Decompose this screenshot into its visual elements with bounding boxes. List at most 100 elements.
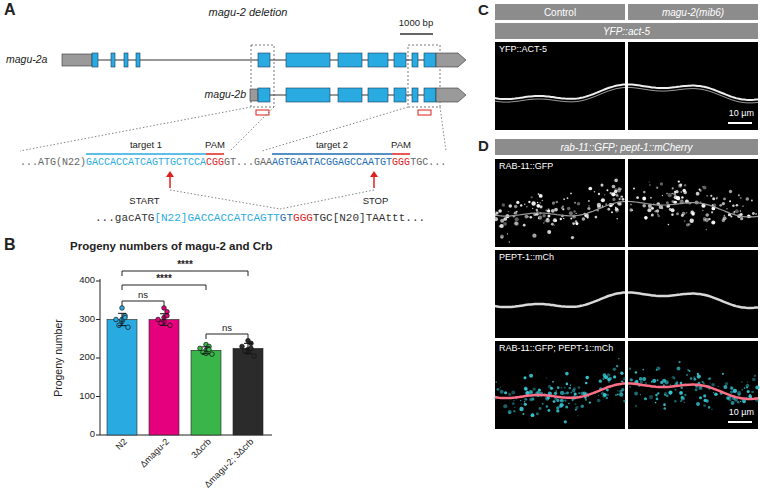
vesicle-dot [495, 211, 498, 214]
significance-bracket [122, 301, 164, 306]
vesicle-dot [554, 392, 557, 395]
micrograph [495, 250, 625, 338]
vesicle-dot [690, 219, 694, 223]
sequence-segment: ...gacATG [95, 212, 154, 224]
vesicle-dot [500, 390, 504, 394]
axis-tick [96, 281, 100, 282]
vesicle-dot [681, 196, 683, 198]
vesicle-dot [574, 202, 576, 204]
error-cap [160, 325, 168, 326]
vesicle-dot [578, 392, 580, 394]
text-label: magu-2 deletion [209, 6, 288, 19]
vesicle-dot [547, 215, 550, 218]
vesicle-dot [519, 407, 523, 411]
exon-box [368, 88, 388, 102]
vesicle-dot [588, 187, 592, 191]
utr-box [62, 54, 92, 66]
vesicle-dot [660, 182, 663, 185]
vesicle-dot [642, 369, 644, 371]
vesicle-dot [504, 391, 507, 394]
vesicle-dot [642, 377, 646, 381]
vesicle-dot [642, 197, 646, 201]
vesicle-dot [521, 404, 522, 405]
vesicle-dot [684, 402, 686, 404]
vesicle-dot [699, 386, 701, 388]
vesicle-dot [684, 394, 687, 397]
vesicle-dot [564, 392, 566, 394]
vesicle-dot [513, 400, 515, 402]
join-line [280, 190, 374, 209]
error-cap [244, 353, 252, 354]
vesicle-dot [703, 394, 706, 397]
vesicle-dot [651, 207, 654, 210]
vesicle-dot [508, 412, 510, 414]
text-label: PAM [391, 140, 411, 151]
panel-header: magu-2(mib6) [628, 4, 758, 20]
vesicle-dot [680, 400, 683, 403]
text-label: 1000 bp [399, 18, 433, 29]
vesicle-dot [514, 221, 518, 225]
data-dot [207, 347, 212, 352]
vesicle-dot [655, 402, 657, 404]
vesicle-dot [738, 194, 740, 196]
vesicle-dot [651, 213, 654, 216]
vesicle-dot [676, 212, 679, 215]
vesicle-dot [536, 412, 539, 415]
error-cap [118, 325, 126, 326]
data-dot [126, 325, 131, 330]
exon-box [368, 53, 388, 67]
vesicle-dot [649, 395, 653, 399]
text-label: magu-2b [205, 88, 246, 100]
vesicle-dot [694, 212, 696, 214]
vesicle-dot [565, 406, 568, 409]
vesicle-dot [556, 409, 559, 412]
vesicle-dot [597, 399, 601, 403]
vesicle-dot [570, 193, 572, 195]
vesicle-dot [706, 195, 708, 197]
text-label: C [478, 1, 489, 18]
apical-line [495, 293, 625, 308]
vesicle-dot [524, 387, 528, 391]
vesicle-dot [538, 218, 539, 219]
vesicle-dot [754, 374, 757, 377]
vesicle-dot [500, 219, 504, 223]
zoom-line [20, 107, 251, 151]
vesicle-dot [527, 216, 529, 218]
vesicle-dot [507, 233, 508, 234]
vesicle-dot [695, 388, 698, 391]
vesicle-dot [681, 191, 682, 192]
vesicle-dot [660, 381, 663, 384]
vesicle-dot [674, 400, 676, 402]
cut-arrow [373, 176, 375, 188]
vesicle-dot [690, 377, 692, 379]
vesicle-dot [668, 224, 670, 226]
vesicle-dot [620, 195, 623, 198]
zoom-box [251, 45, 274, 107]
vesicle-dot [635, 405, 637, 407]
header-text: YFP::act-5 [603, 26, 650, 37]
panel-label: RAB-11::GFP; PEPT-1::mCh [499, 344, 613, 354]
vesicle-dot [614, 179, 618, 183]
vesicle-dot [606, 394, 608, 396]
sequence-segment: CGG [206, 157, 224, 168]
vesicle-dot [600, 184, 603, 187]
vesicle-dot [655, 394, 658, 397]
apical-line [495, 202, 625, 217]
exon-box [111, 53, 115, 67]
vesicle-dot [674, 389, 676, 391]
panel-header: Control [495, 4, 625, 20]
vesicle-dot [651, 381, 653, 383]
pam-line [392, 153, 410, 155]
vesicle-dot [544, 220, 545, 221]
vesicle-dot [529, 398, 532, 401]
vesicle-dot [752, 378, 756, 382]
vesicle-dot [512, 402, 515, 405]
vesicle-dot [755, 385, 759, 389]
vesicle-dot [599, 380, 602, 383]
vesicle-dot [616, 365, 618, 367]
sequence-segment: ...ATG(N22) [20, 157, 86, 168]
text-label: STOP [363, 196, 389, 207]
vesicle-dot [532, 234, 536, 238]
vesicle-dot [530, 398, 534, 402]
vesicle-dot [747, 381, 749, 383]
